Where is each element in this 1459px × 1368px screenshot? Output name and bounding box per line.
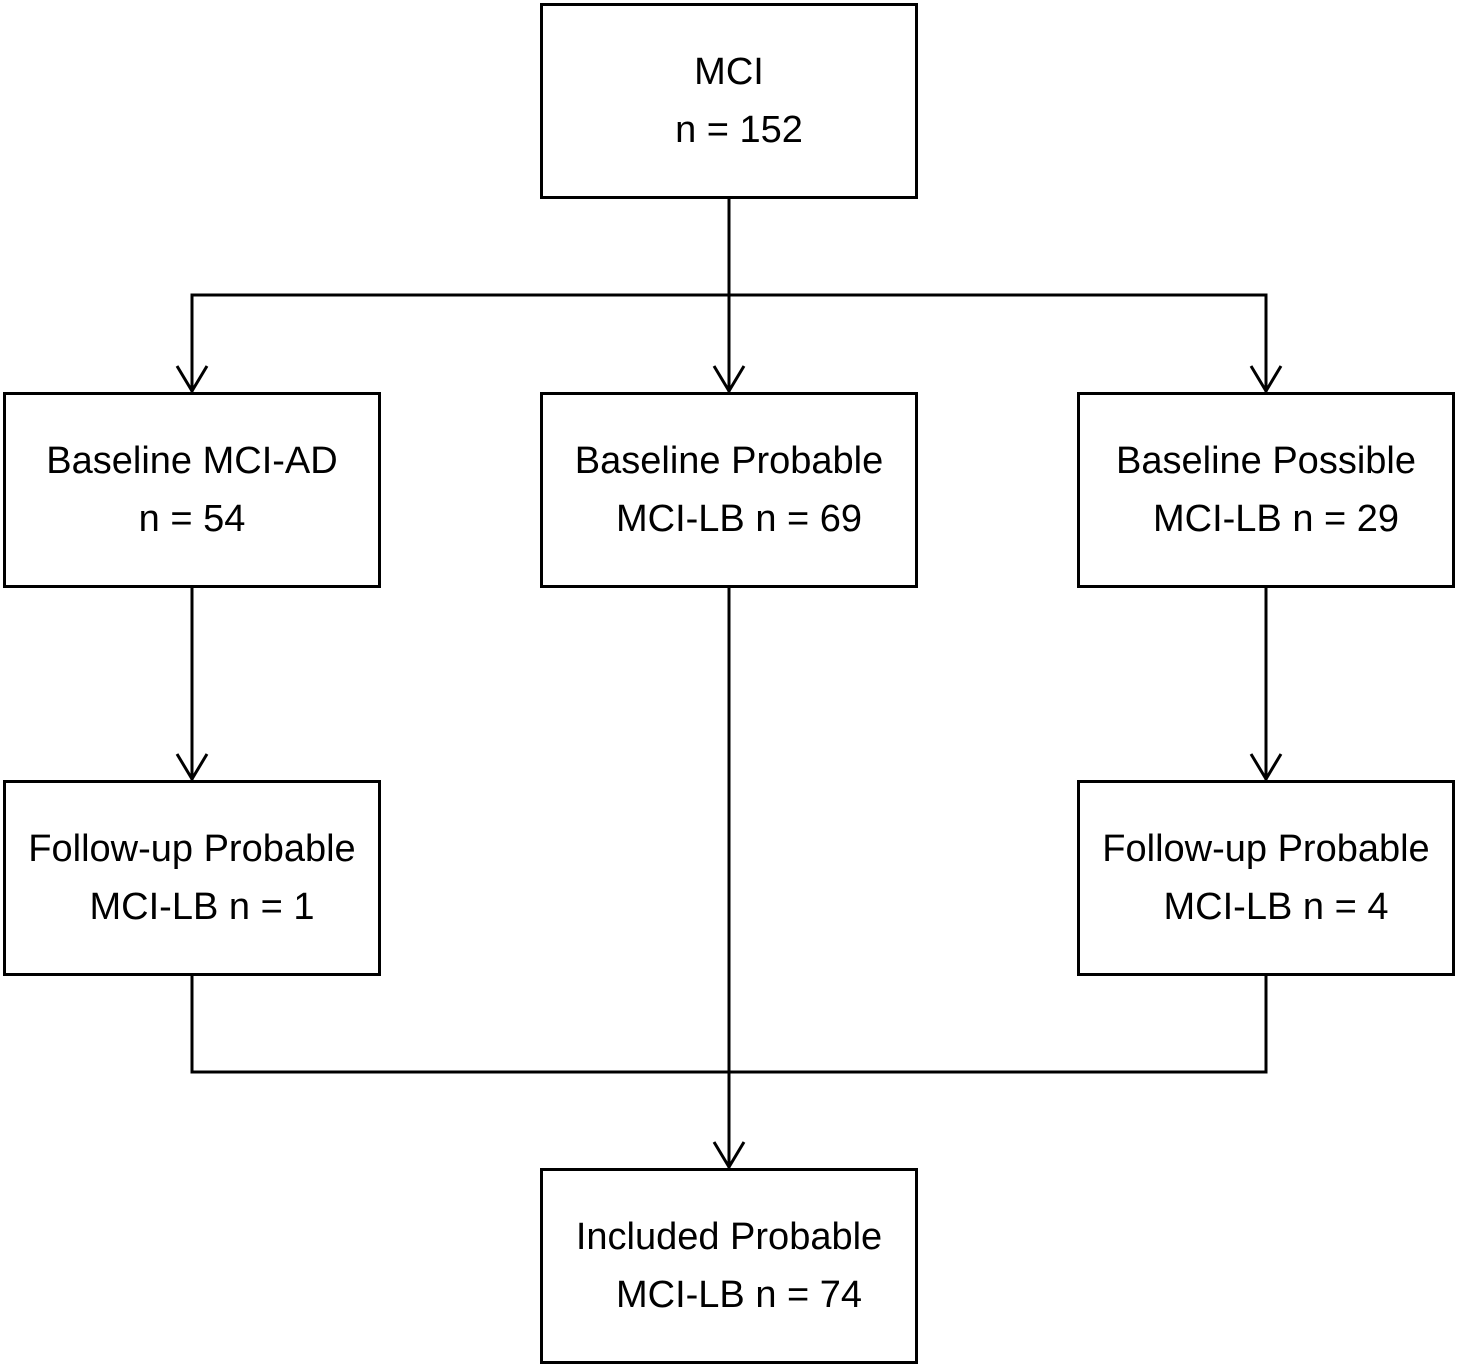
node-baseline-probable-label: Baseline Probable <box>574 440 884 482</box>
node-mci-count: n = 152 <box>675 109 803 151</box>
node-followup-right-count: MCI-LB n = 4 <box>1163 886 1389 928</box>
node-baseline-mci-ad: Baseline MCI-AD n = 54 <box>3 392 381 588</box>
node-baseline-probable-count: MCI-LB n = 69 <box>615 498 863 540</box>
node-baseline-possible: Baseline Possible MCI-LB n = 29 <box>1077 392 1455 588</box>
arrowhead-followup-right <box>1249 753 1283 782</box>
node-followup-left-count: MCI-LB n = 1 <box>89 886 315 928</box>
node-mci-label: MCI <box>694 51 764 93</box>
arrowhead-included <box>712 1141 746 1170</box>
arrowhead-followup-left <box>175 753 209 782</box>
node-baseline-possible-count: MCI-LB n = 29 <box>1152 498 1400 540</box>
node-baseline-probable: Baseline Probable MCI-LB n = 69 <box>540 392 918 588</box>
node-followup-right-label: Follow-up Probable <box>1102 828 1430 870</box>
arrowhead-baseline-ad <box>175 365 209 394</box>
node-included-probable-count: MCI-LB n = 74 <box>615 1274 863 1316</box>
node-baseline-mci-ad-label: Baseline MCI-AD <box>46 440 338 482</box>
node-followup-left: Follow-up Probable MCI-LB n = 1 <box>3 780 381 976</box>
arrowhead-baseline-probable <box>712 365 746 394</box>
node-baseline-mci-ad-count: n = 54 <box>138 498 246 540</box>
node-baseline-possible-label: Baseline Possible <box>1116 440 1416 482</box>
node-included-probable-label: Included Probable <box>575 1216 883 1258</box>
node-followup-right: Follow-up Probable MCI-LB n = 4 <box>1077 780 1455 976</box>
arrowhead-baseline-possible <box>1249 365 1283 394</box>
node-included-probable: Included Probable MCI-LB n = 74 <box>540 1168 918 1364</box>
node-mci: MCI n = 152 <box>540 3 918 199</box>
node-followup-left-label: Follow-up Probable <box>28 828 356 870</box>
